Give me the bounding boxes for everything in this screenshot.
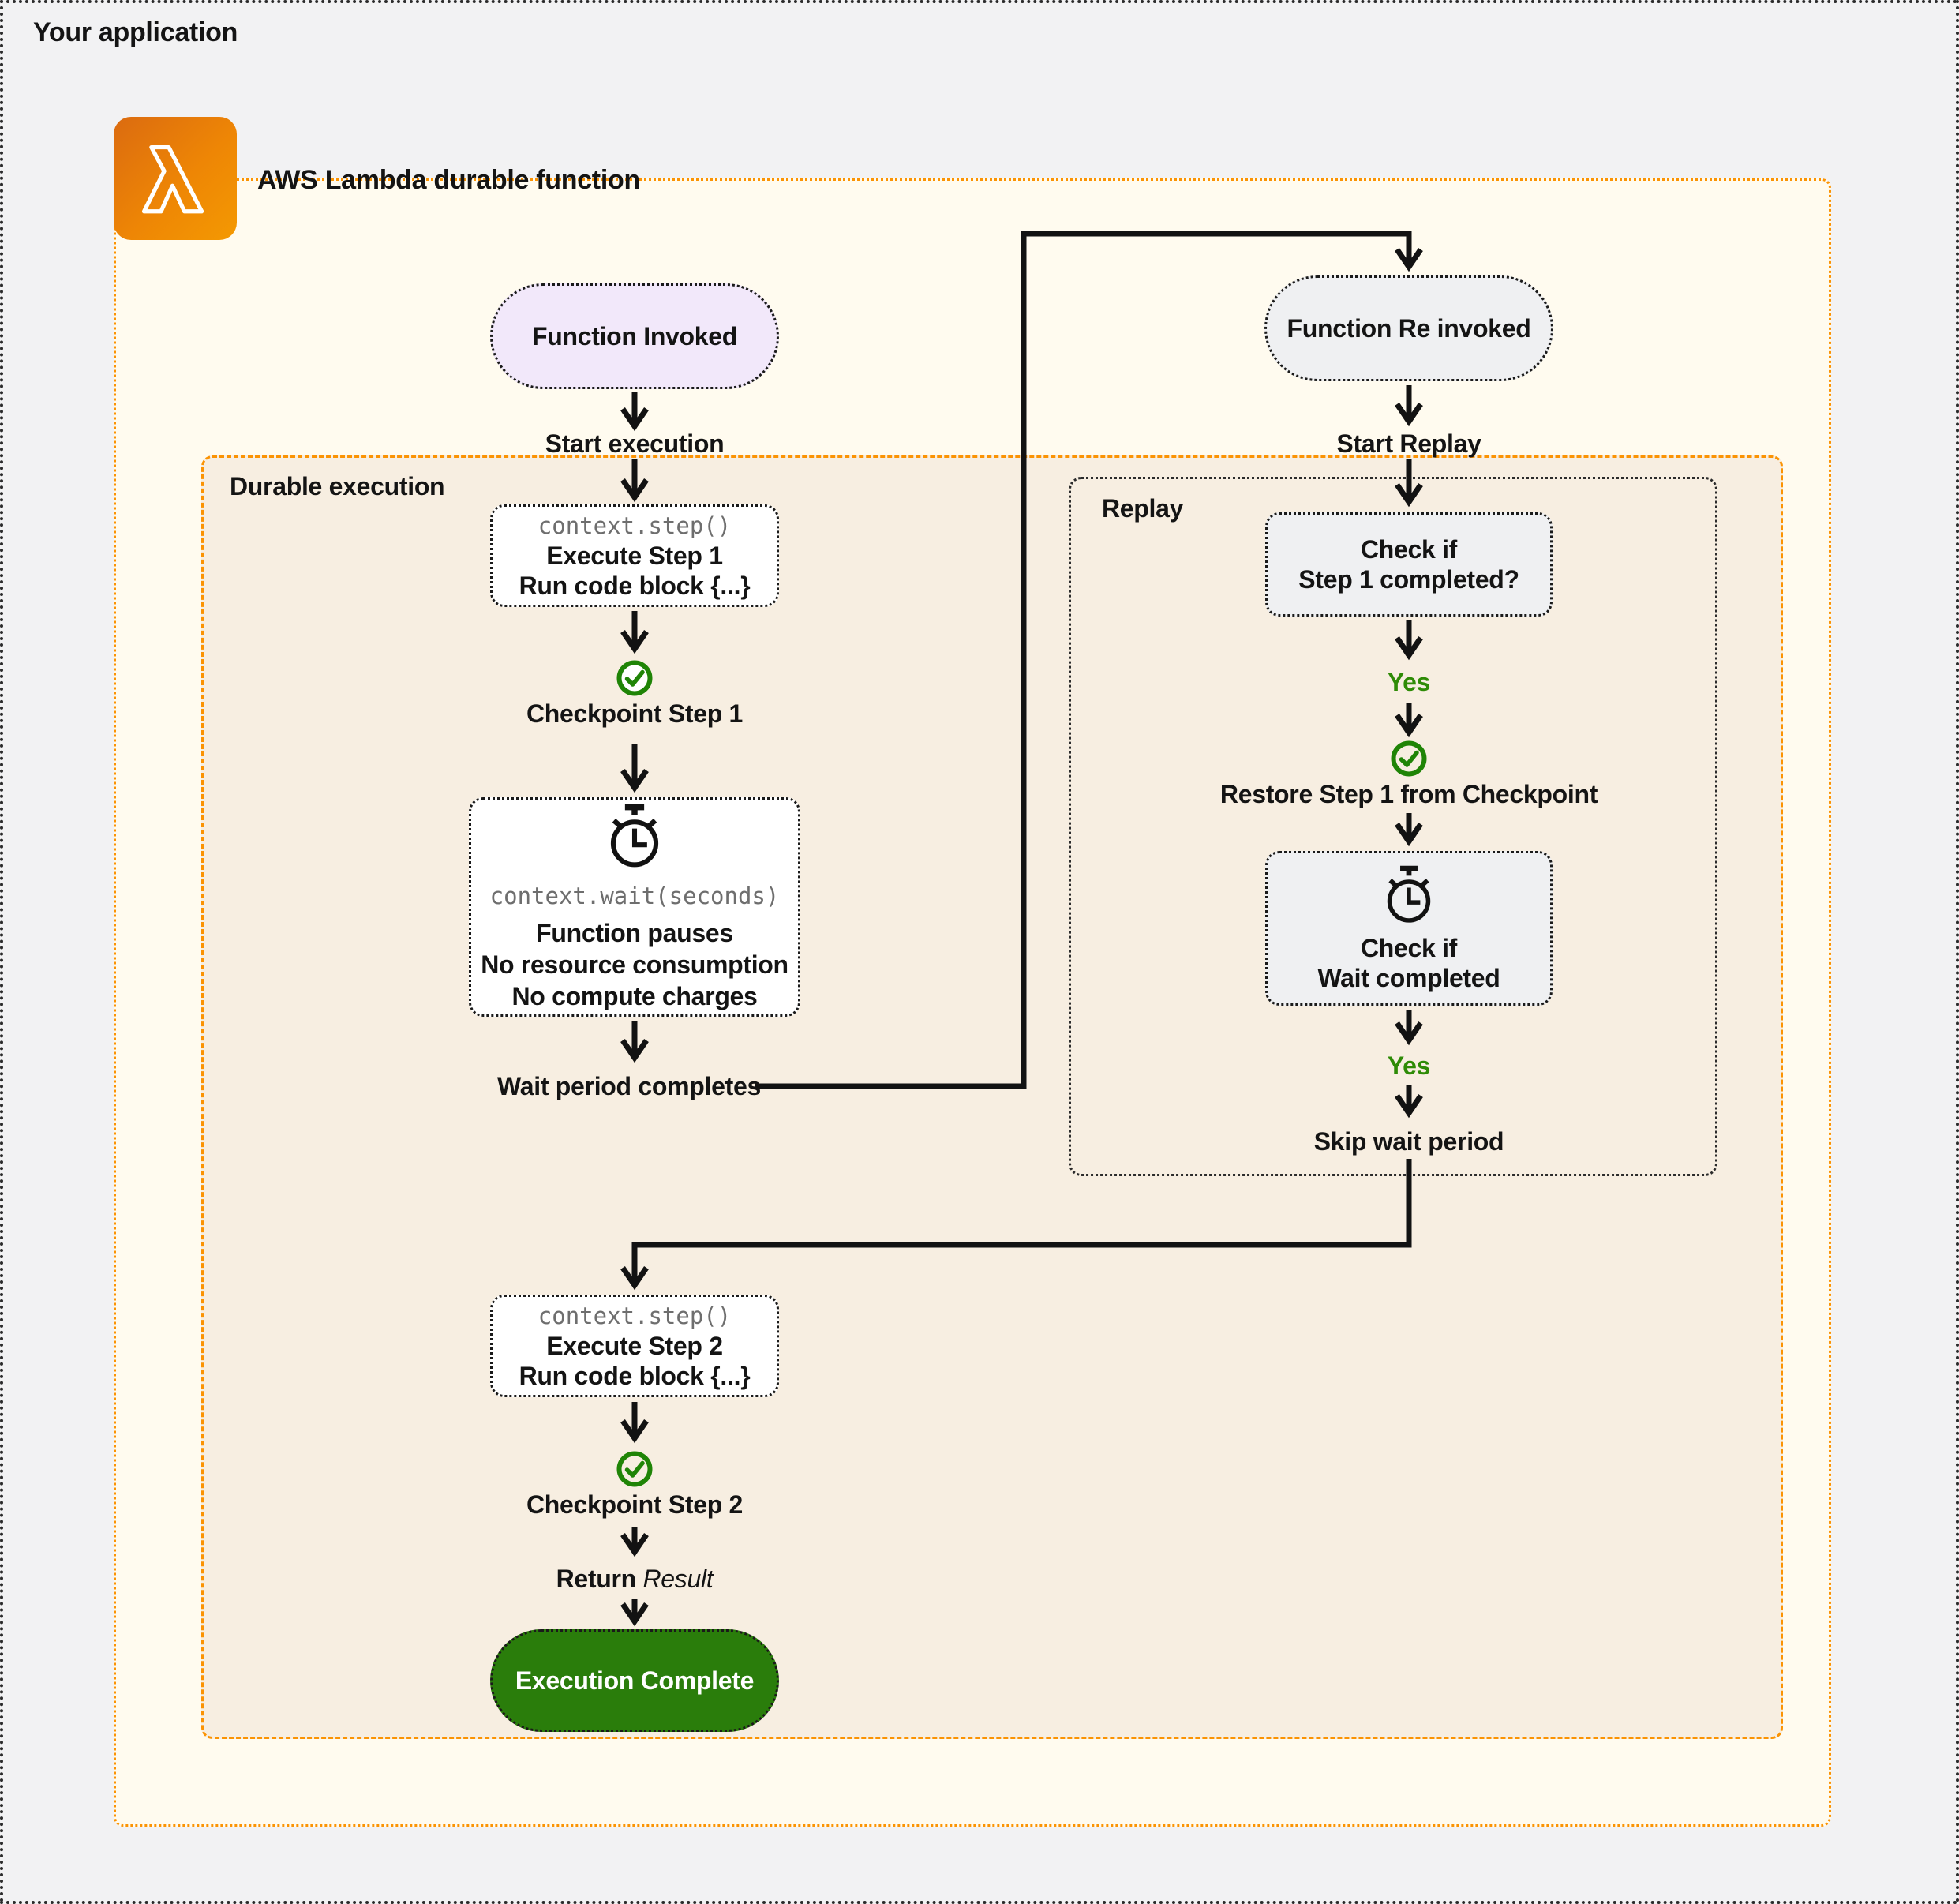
yes-label-1: Yes (1387, 668, 1431, 696)
step2-line2: Run code block {...} (519, 1362, 751, 1390)
node-execute-step1: context.step() Execute Step 1 Run code b… (490, 504, 779, 607)
node-label: Function Invoked (531, 321, 738, 350)
node-function-reinvoked: Function Re invoked (1264, 275, 1553, 381)
wait-line2: No resource consumption (481, 950, 788, 979)
node-execute-step2: context.step() Execute Step 2 Run code b… (490, 1295, 779, 1397)
replay-label: Replay (1102, 494, 1184, 523)
step1-line2: Run code block {...} (519, 572, 751, 600)
return-keyword: Return (556, 1565, 637, 1593)
node-label: Function Re invoked (1287, 313, 1531, 343)
node-context-wait: context.wait(seconds) Function pauses No… (469, 797, 800, 1017)
step1-code: context.step() (538, 512, 732, 539)
start-replay-label: Start Replay (1336, 429, 1481, 458)
step1-line1: Execute Step 1 (546, 542, 723, 570)
node-function-invoked: Function Invoked (490, 283, 779, 389)
checkmark-circle-icon (615, 1449, 654, 1493)
wait-line3: No compute charges (511, 981, 758, 1010)
durable-execution-label: Durable execution (230, 472, 445, 500)
restore-step1-label: Restore Step 1 from Checkpoint (1219, 780, 1598, 808)
start-execution-label: Start execution (545, 429, 725, 458)
step2-line1: Execute Step 2 (546, 1332, 723, 1360)
node-check-step1-completed: Check if Step 1 completed? (1265, 512, 1553, 617)
checkpoint-step2-label: Checkpoint Step 2 (526, 1490, 744, 1519)
yes-label-2: Yes (1387, 1051, 1431, 1080)
wait-period-completes-label: Wait period completes (497, 1072, 761, 1100)
lambda-box-title: AWS Lambda durable function (257, 165, 640, 195)
stopwatch-icon (1381, 864, 1436, 928)
check-wait-line2: Wait completed (1317, 963, 1500, 992)
return-result-label: Return Result (556, 1565, 714, 1593)
checkmark-circle-icon (1389, 739, 1429, 782)
checkmark-circle-icon (615, 658, 654, 702)
step2-code: context.step() (538, 1302, 732, 1329)
checkpoint-step1-label: Checkpoint Step 1 (526, 699, 744, 728)
check-step1-line1: Check if (1360, 535, 1458, 564)
page-title: Your application (33, 17, 238, 47)
node-label: Execution Complete (515, 1666, 755, 1695)
check-step1-line2: Step 1 completed? (1298, 565, 1519, 594)
wait-code: context.wait(seconds) (489, 882, 780, 909)
node-check-wait-completed: Check if Wait completed (1265, 851, 1553, 1006)
node-execution-complete: Execution Complete (490, 1629, 779, 1732)
wait-line1: Function pauses (536, 918, 733, 947)
return-value: Result (642, 1565, 714, 1593)
check-wait-line1: Check if (1360, 933, 1458, 962)
stopwatch-icon (604, 803, 665, 873)
lambda-icon (114, 117, 237, 240)
skip-wait-period-label: Skip wait period (1313, 1127, 1504, 1156)
